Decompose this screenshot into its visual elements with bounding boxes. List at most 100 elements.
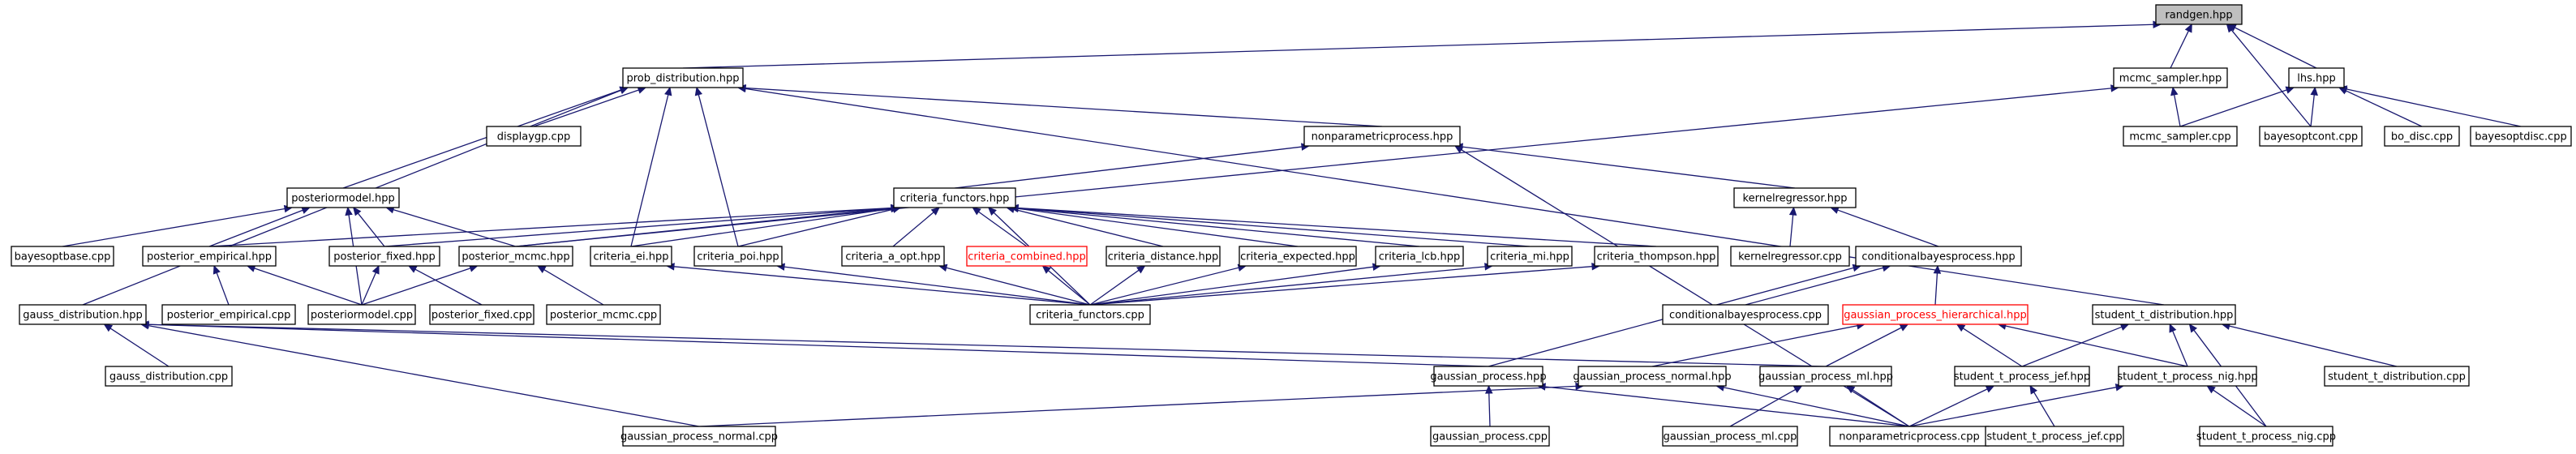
dependency-edge-gaussian_process_normal-gaussian_process_hierarchical bbox=[1651, 322, 1865, 367]
dependency-edge-mcmc_sampler-randgen bbox=[2170, 23, 2192, 69]
node-criteria-functors-cpp[interactable]: criteria_functors.cpp bbox=[1029, 304, 1151, 325]
edge-line bbox=[254, 268, 363, 306]
node-posterior-mcmc[interactable]: posterior_mcmc.hpp bbox=[458, 246, 573, 267]
node-gaussian-process-cpp[interactable]: gaussian_process.cpp bbox=[1430, 426, 1550, 447]
node-posterior-fixed-cpp[interactable]: posterior_fixed.cpp bbox=[429, 304, 535, 325]
edge-line bbox=[1017, 208, 1420, 247]
node-student-t-process-nig-cpp[interactable]: student_t_process_nig.cpp bbox=[2196, 426, 2336, 447]
node-nonparametricprocess-cpp[interactable]: nonparametricprocess.cpp bbox=[1829, 426, 1990, 447]
node-gauss-distribution[interactable]: gauss_distribution.hpp bbox=[19, 304, 147, 325]
node-conditionalbayesprocess[interactable]: conditionalbayesprocess.hpp bbox=[1855, 246, 2022, 267]
node-prob-distribution[interactable]: prob_distribution.hpp bbox=[622, 67, 744, 88]
node-criteria-distance[interactable]: criteria_distance.hpp bbox=[1106, 246, 1221, 267]
node-criteria-thompson[interactable]: criteria_thompson.hpp bbox=[1594, 246, 1719, 267]
node-student-t-distribution[interactable]: student_t_distribution.hpp bbox=[2092, 304, 2236, 325]
edge-line bbox=[630, 94, 669, 247]
edge-arrowhead bbox=[213, 264, 221, 275]
node-criteria-expected[interactable]: criteria_expected.hpp bbox=[1239, 246, 1357, 267]
node-layer: randgen.hpp prob_distribution.hpp mcmc_sam… bbox=[11, 4, 2572, 447]
node-bayesoptbase[interactable]: bayesoptbase.cpp bbox=[11, 246, 114, 267]
node-gaussian-process-ml[interactable]: gaussian_process_ml.hpp bbox=[1758, 366, 1893, 387]
node-gaussian-process-hierarchical[interactable]: gaussian_process_hierarchical.hpp bbox=[1842, 304, 2029, 325]
node-label: gaussian_process_hierarchical.hpp bbox=[1844, 310, 2027, 322]
node-conditionalbayesprocess-cpp[interactable]: conditionalbayesprocess.cpp bbox=[1662, 304, 1829, 325]
node-box bbox=[2324, 366, 2470, 387]
edge-arrowhead bbox=[1933, 264, 1942, 274]
node-label: lhs.hpp bbox=[2297, 73, 2336, 85]
node-label: bayesoptbase.cpp bbox=[15, 251, 111, 263]
node-student-t-process-jef-cpp[interactable]: student_t_process_jef.cpp bbox=[1985, 426, 2124, 447]
edge-arrowhead bbox=[536, 265, 547, 273]
edge-line bbox=[737, 208, 894, 247]
node-box bbox=[1578, 366, 1727, 387]
node-displaygp[interactable]: displaygp.cpp bbox=[486, 126, 582, 147]
node-bayesoptdisc[interactable]: bayesoptdisc.cpp bbox=[2470, 126, 2572, 147]
node-mcmc-sampler[interactable]: mcmc_sampler.hpp bbox=[2113, 67, 2228, 88]
node-box bbox=[1375, 246, 1464, 267]
edge-arrowhead bbox=[930, 207, 940, 216]
node-bayesoptcont[interactable]: bayesoptcont.cpp bbox=[2259, 126, 2363, 147]
dependency-edge-bayesoptbase-posteriormodel bbox=[62, 204, 294, 247]
node-bo-disc[interactable]: bo_disc.cpp bbox=[2384, 126, 2460, 147]
node-box bbox=[1106, 246, 1221, 267]
edge-line bbox=[1837, 209, 1939, 247]
dependency-edge-nonparametricprocess_cpp-student_t_process_nig bbox=[1908, 383, 2125, 427]
dependency-edge-student_t_process_nig-gaussian_process_hierarchical bbox=[1997, 322, 2188, 367]
node-box bbox=[2470, 126, 2572, 147]
node-gaussian-process[interactable]: gaussian_process.hpp bbox=[1430, 366, 1547, 387]
node-kernelregressor-cpp[interactable]: kernelregressor.cpp bbox=[1730, 246, 1850, 267]
edge-line bbox=[1089, 267, 1239, 306]
node-posterior-empirical[interactable]: posterior_empirical.hpp bbox=[142, 246, 277, 267]
edge-line bbox=[208, 207, 892, 247]
node-criteria-combined[interactable]: criteria_combined.hpp bbox=[966, 246, 1088, 267]
node-gauss-distribution-cpp[interactable]: gauss_distribution.cpp bbox=[105, 366, 233, 387]
edge-line bbox=[1089, 269, 1140, 306]
dependency-edge-posterior_empirical-criteria_functors bbox=[208, 203, 900, 247]
node-criteria-a-opt[interactable]: criteria_a_opt.hpp bbox=[841, 246, 945, 267]
node-posterior-mcmc-cpp[interactable]: posterior_mcmc.cpp bbox=[546, 304, 661, 325]
node-box bbox=[590, 246, 672, 267]
node-criteria-poi[interactable]: criteria_poi.hpp bbox=[693, 246, 783, 267]
edge-line bbox=[1825, 327, 1902, 367]
node-posterior-fixed[interactable]: posterior_fixed.hpp bbox=[328, 246, 440, 267]
edge-arrowhead bbox=[664, 86, 672, 96]
node-gaussian-process-ml-cpp[interactable]: gaussian_process_ml.cpp bbox=[1662, 426, 1798, 447]
node-student-t-process-jef[interactable]: student_t_process_jef.hpp bbox=[1954, 366, 2090, 387]
edge-line bbox=[2021, 326, 2123, 367]
edge-line bbox=[1462, 146, 1796, 189]
node-lhs[interactable]: lhs.hpp bbox=[2288, 67, 2345, 88]
dependency-edge-posterior_fixed-posteriormodel bbox=[352, 207, 385, 247]
node-box bbox=[2113, 67, 2228, 88]
node-box bbox=[2155, 4, 2243, 25]
node-student-t-distribution-cpp[interactable]: student_t_distribution.cpp bbox=[2324, 366, 2470, 387]
edge-line bbox=[543, 269, 604, 306]
edge-line bbox=[1908, 388, 1988, 427]
dependency-edge-criteria_functors_cpp-criteria_poi bbox=[775, 263, 1091, 306]
node-gaussian-process-normal[interactable]: gaussian_process_normal.hpp bbox=[1573, 366, 1732, 387]
dependency-edge-kernelregressor-nonparametricprocess bbox=[1453, 143, 1796, 189]
dependency-edge-conditionalbayesprocess-kernelregressor bbox=[1830, 206, 1939, 247]
node-criteria-lcb[interactable]: criteria_lcb.hpp bbox=[1375, 246, 1464, 267]
node-nonparametricprocess[interactable]: nonparametricprocess.hpp bbox=[1303, 126, 1461, 147]
node-posteriormodel-cpp[interactable]: posteriormodel.cpp bbox=[307, 304, 416, 325]
edge-line bbox=[62, 208, 286, 247]
dependency-edge-student_t_process_jef-student_t_distribution bbox=[2021, 323, 2130, 367]
node-criteria-mi[interactable]: criteria_mi.hpp bbox=[1487, 246, 1573, 267]
node-kernelregressor[interactable]: kernelregressor.hpp bbox=[1733, 187, 1857, 208]
node-posteriormodel[interactable]: posteriormodel.hpp bbox=[286, 187, 400, 208]
node-randgen[interactable]: randgen.hpp bbox=[2155, 4, 2243, 25]
node-box bbox=[2384, 126, 2460, 147]
node-criteria-functors[interactable]: criteria_functors.hpp bbox=[893, 187, 1016, 208]
node-label: criteria_combined.hpp bbox=[968, 251, 1086, 263]
node-label: prob_distribution.hpp bbox=[627, 73, 740, 85]
edge-arrowhead bbox=[972, 207, 981, 216]
node-gaussian-process-normal-cpp[interactable]: gaussian_process_normal.cpp bbox=[620, 426, 778, 447]
node-criteria-ei[interactable]: criteria_ei.hpp bbox=[590, 246, 672, 267]
edge-arrowhead bbox=[2169, 323, 2177, 333]
node-mcmc-sampler-cpp[interactable]: mcmc_sampler.cpp bbox=[2123, 126, 2238, 147]
edge-arrowhead bbox=[352, 207, 362, 216]
edge-line bbox=[892, 212, 934, 247]
node-posterior-empirical-cpp[interactable]: posterior_empirical.cpp bbox=[161, 304, 296, 325]
node-student-t-process-nig[interactable]: student_t_process_nig.hpp bbox=[2117, 366, 2258, 387]
edge-line bbox=[1013, 208, 1164, 247]
